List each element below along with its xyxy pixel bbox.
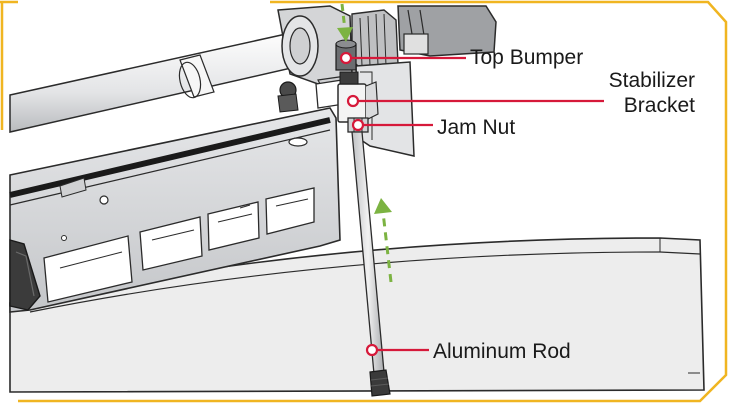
label-top-bumper: Top Bumper (470, 46, 584, 69)
callout-jam-nut-leader (351, 118, 433, 132)
aluminum-rod (351, 131, 391, 397)
callout-stabilizer-bracket-leader (346, 94, 604, 108)
left-handle (9, 239, 41, 311)
top-nut (339, 71, 359, 85)
stabilizer-bracket (315, 75, 379, 123)
label-stabilizer-bracket-line2: Bracket (623, 94, 695, 117)
label-stabilizer-bracket-line1: Stabilizer (608, 69, 695, 92)
label-aluminum-rod: Aluminum Rod (433, 340, 571, 363)
label-jam-nut: Jam Nut (437, 116, 516, 139)
callout-top-bumper-leader (339, 51, 466, 65)
main-rail (9, 107, 341, 313)
dashed-arrow-down-icon (337, 3, 353, 42)
dashed-arrow-up-icon (374, 198, 393, 283)
callout-aluminum-rod-leader (365, 343, 429, 357)
